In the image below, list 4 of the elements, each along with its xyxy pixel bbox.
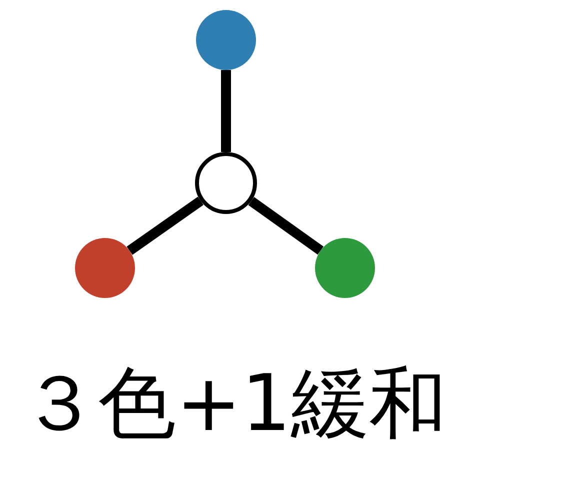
caption: ３色+1緩和: [20, 365, 447, 443]
connector-line: [126, 196, 204, 255]
connector-line: [248, 196, 324, 255]
connector-line: [221, 70, 231, 152]
